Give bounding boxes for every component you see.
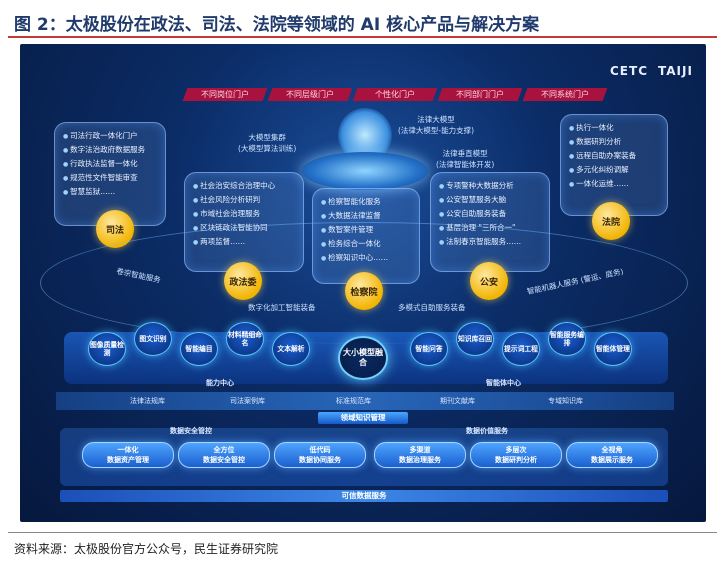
- card-justice: 司法行政一体化门户数字法治政府数据服务行政执法监督一体化规范性文件智能审查智慧监…: [54, 122, 166, 226]
- library-strip: [56, 392, 674, 410]
- data-asset-button: 一体化 数据资产管理: [82, 442, 174, 468]
- data-governance-button: 多渠道 数据治理服务: [374, 442, 466, 468]
- brain-center-label: 法律大模型 (法律大模型-能力支撑): [398, 115, 475, 135]
- node-kb-recall: 知识库召回: [456, 322, 494, 356]
- portal-pill: 不同部门门户: [437, 88, 523, 101]
- library-item: 法律法规库: [130, 397, 165, 405]
- library-item: 司法案例库: [230, 397, 265, 405]
- diagram-canvas: CETC TAIJI 不同岗位门户 不同层级门户 个性化门户 不同部门门户 不同…: [20, 44, 706, 522]
- agent-center-label: 智能体中心: [486, 379, 521, 387]
- platform-disc: [302, 152, 428, 190]
- node-image-quality: 图像质量检测: [88, 332, 126, 366]
- data-collab-button: 低代码 数据协同服务: [274, 442, 366, 468]
- node-ocr: 图文识别: [134, 322, 172, 356]
- card-court: 执行一体化数据研判分析远程自助办案装备多元化纠纷调解一体化运维……: [560, 114, 668, 216]
- cetc-logo: CETC: [610, 64, 648, 78]
- ring-label: 数字化加工智能装备: [248, 303, 316, 312]
- data-display-button: 全视角 数据展示服务: [566, 442, 658, 468]
- library-item: 专域知识库: [548, 397, 583, 405]
- portal-pill: 不同岗位门户: [182, 88, 268, 101]
- data-analysis-button: 多层次 数据研判分析: [470, 442, 562, 468]
- capability-center-label: 能力中心: [206, 379, 234, 387]
- trusted-data-bar: 可信数据服务: [60, 490, 668, 502]
- library-item: 期刊文献库: [440, 397, 475, 405]
- node-qa: 智能问答: [410, 332, 448, 366]
- taiji-logo: TAIJI: [658, 64, 693, 78]
- data-security-button: 全方位 数据安全管控: [178, 442, 270, 468]
- library-item: 标准规范库: [336, 397, 371, 405]
- node-orchestration: 智能服务编排: [548, 322, 586, 356]
- node-catalog: 智能编目: [180, 332, 218, 366]
- brain-left-label: 大模型集群 (大模型算法训练): [238, 133, 297, 153]
- node-naming: 材料精细命名: [226, 322, 264, 356]
- title-rule: [8, 36, 717, 38]
- ring-label: 多模式自助服务装备: [398, 303, 466, 312]
- figure-title: 图 2：太极股份在政法、司法、法院等领域的 AI 核心产品与解决方案: [14, 15, 540, 35]
- portal-pill: 不同系统门户: [522, 88, 608, 101]
- source-rule: [8, 532, 717, 533]
- value-label: 数据价值服务: [466, 427, 508, 435]
- brain-right-label: 法律垂直模型 (法律智能体开发): [436, 149, 495, 169]
- knowledge-mgmt-bar: 领域知识管理: [318, 412, 408, 424]
- node-text-parse: 文本解析: [272, 332, 310, 366]
- hub-model-fusion: 大小模型融合: [338, 336, 388, 380]
- badge-court: 法院: [592, 202, 630, 240]
- portal-pill: 个性化门户: [352, 88, 438, 101]
- security-label: 数据安全管控: [170, 427, 212, 435]
- node-agent-mgmt: 智能体管理: [594, 332, 632, 366]
- node-prompt: 提示词工程: [502, 332, 540, 366]
- portal-pill: 不同层级门户: [267, 88, 353, 101]
- source-note: 资料来源：太极股份官方公众号，民生证券研究院: [14, 542, 279, 556]
